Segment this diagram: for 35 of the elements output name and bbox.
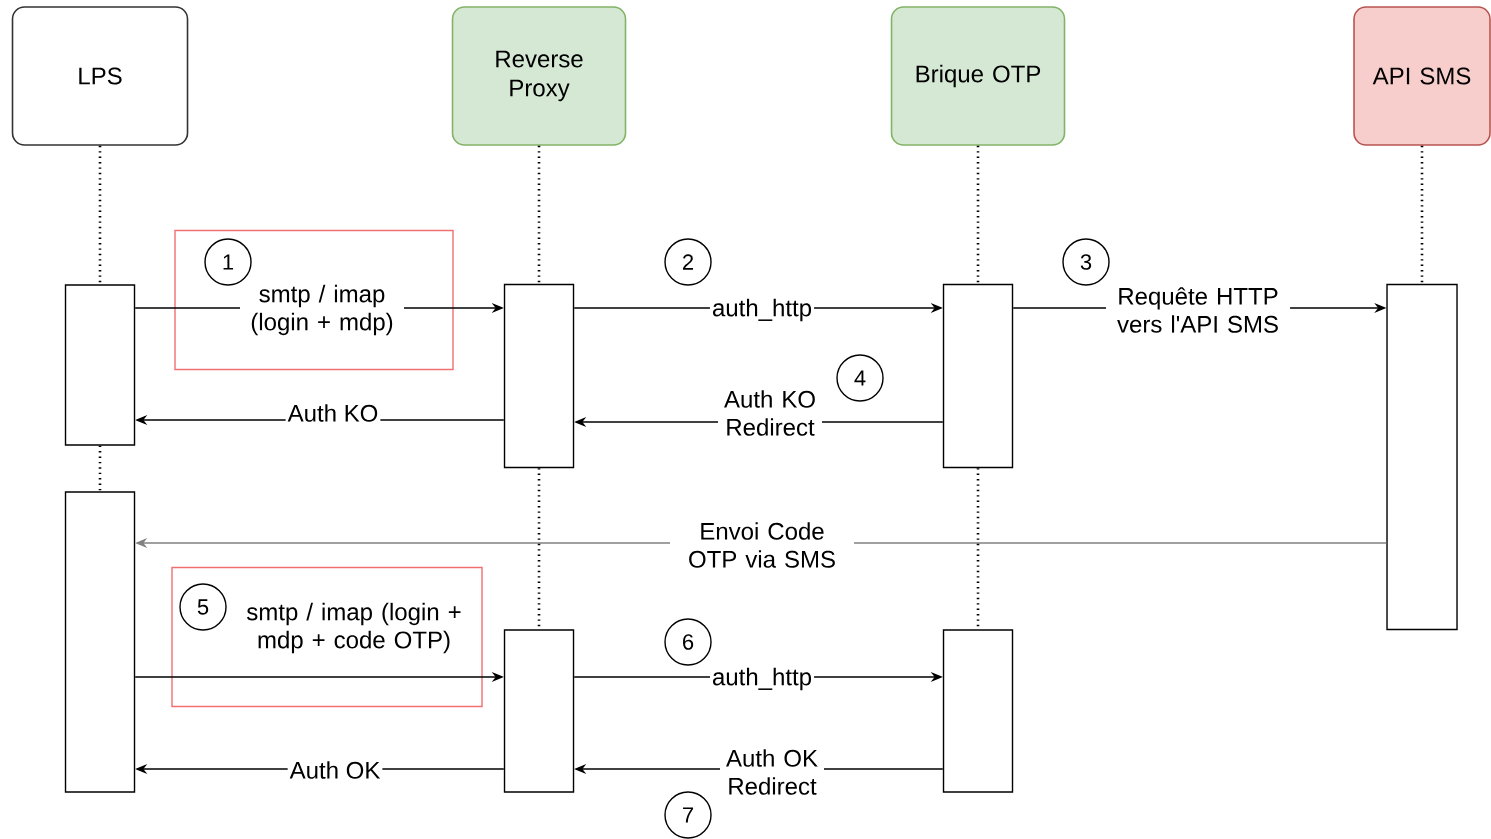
edge-label: Auth KO Redirect [718,388,822,438]
lifeline [98,145,102,285]
activation-bar [503,629,575,793]
activation-bar [942,283,1014,469]
activation-bar [942,629,1014,793]
edge-label: Auth OK [287,759,383,781]
edge-label: Requête HTTP vers l'API SMS [1106,285,1290,335]
header-box: LPS [11,6,189,146]
activation-bar [64,284,136,446]
highlight-box [174,229,454,371]
step-number: 2 [664,238,712,286]
edge-label: Auth OK Redirect [720,747,824,797]
step-number: 5 [179,583,227,631]
header-box: Brique OTP [890,6,1066,146]
edge-label: auth_http [709,296,815,324]
step-number: 7 [664,791,712,839]
activation-bar [1386,283,1458,631]
header-box: API SMS [1353,6,1491,146]
edge-label: Envoi Code OTP via SMS [670,520,854,570]
highlight-box [171,566,483,708]
activation-bar [503,283,575,469]
step-number: 6 [664,618,712,666]
edge-label: smtp / imap (login + mdp) [240,282,404,338]
edge-label: smtp / imap (login + mdp + code OTP) [234,600,474,656]
lifeline [976,145,980,284]
lifeline [1420,145,1424,284]
edge-label: auth_http [709,665,815,693]
activation-bar [64,491,136,793]
step-number: 1 [204,238,252,286]
header-box: Reverse Proxy [451,6,627,146]
edge-label: Auth KO [285,402,381,424]
lifeline [98,445,102,492]
step-number: 4 [836,354,884,402]
step-number: 3 [1062,238,1110,286]
lifeline [537,145,541,284]
